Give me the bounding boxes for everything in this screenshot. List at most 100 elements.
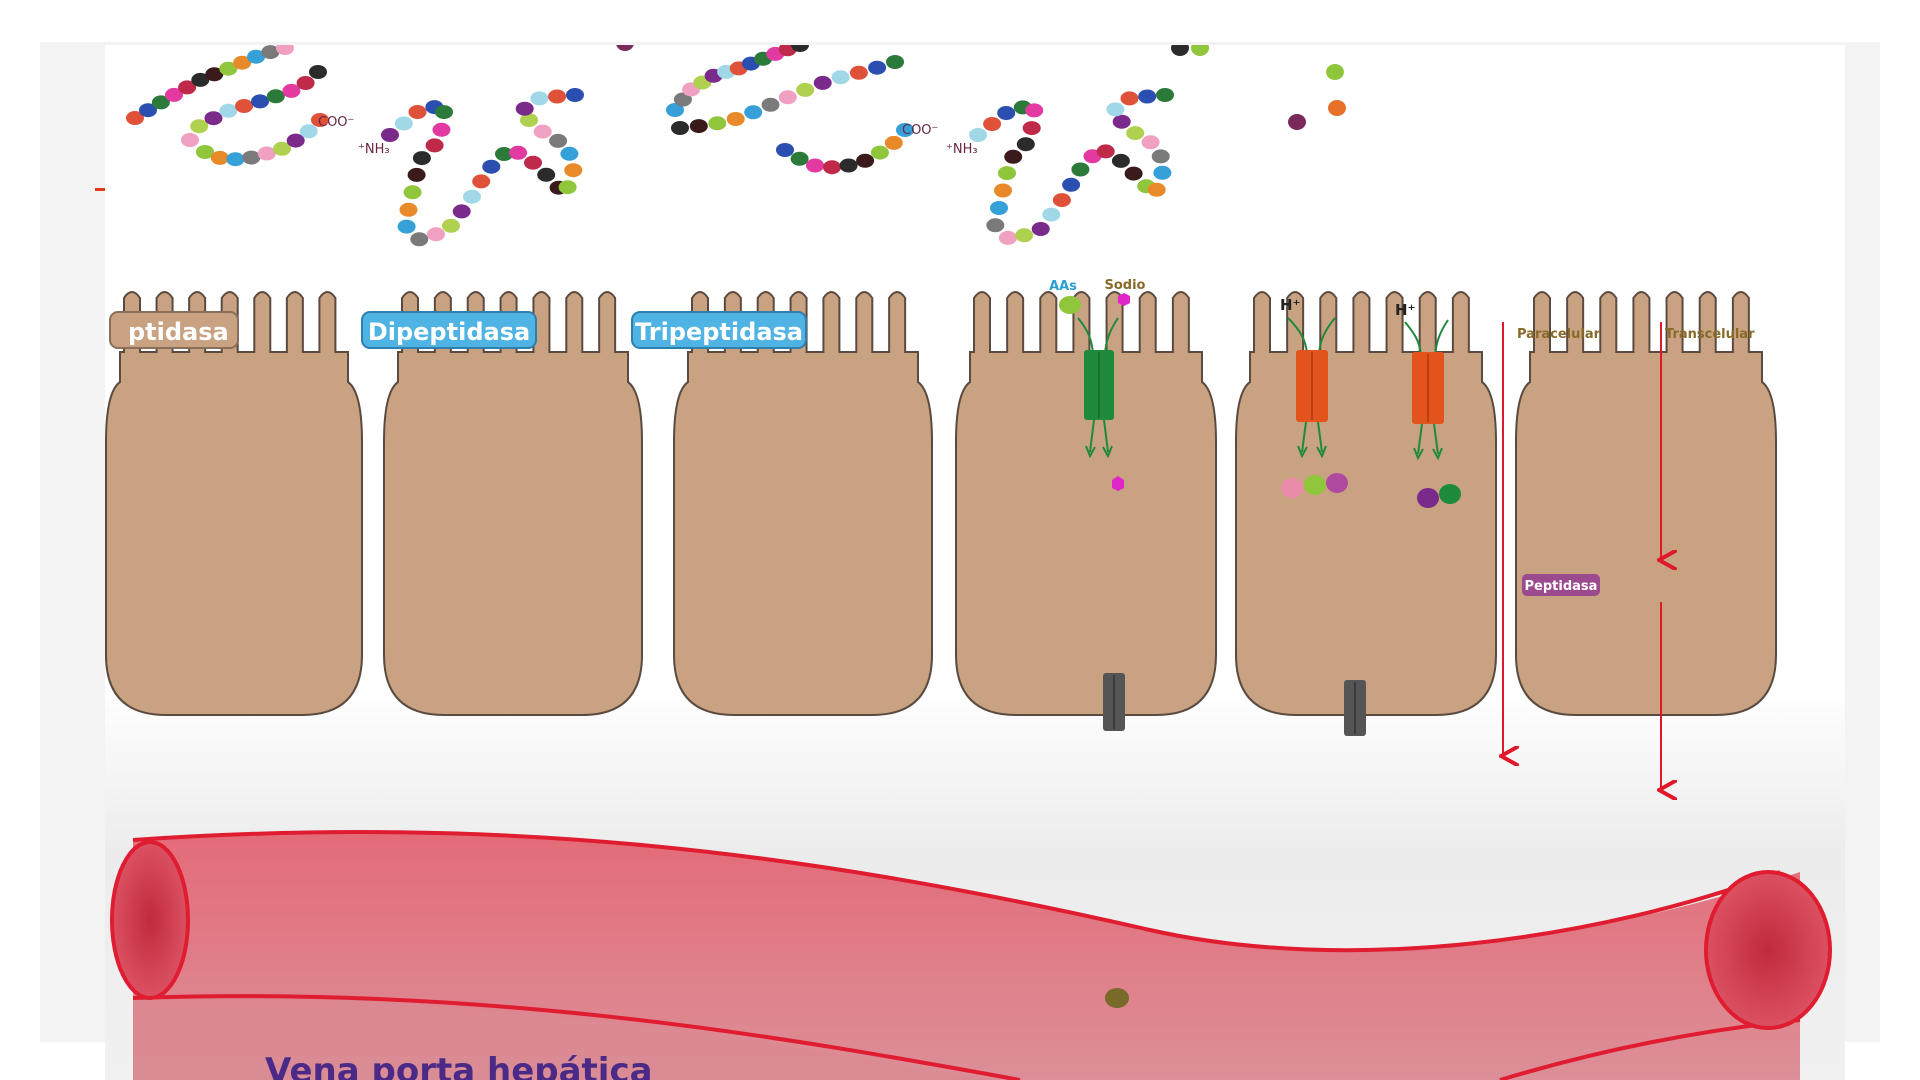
amino-acid-bead — [969, 128, 987, 142]
enterocyte-cell-4 — [955, 291, 1217, 716]
free-amino-acid — [1191, 45, 1209, 56]
enterocyte-cell-2 — [383, 291, 643, 716]
basolateral-channel-2 — [1344, 680, 1366, 736]
enterocyte-cell-5 — [1235, 291, 1497, 716]
badge-partial-peptidase-label: ptidasa — [128, 318, 229, 346]
badge-tripeptidase-label: Tripeptidasa — [635, 318, 803, 346]
amino-acid-bead — [1022, 121, 1041, 136]
amino-acid-bead — [286, 133, 305, 148]
amino-acid-bead — [533, 124, 552, 139]
amino-acid-bead — [823, 160, 841, 175]
amino-acid-bead — [1151, 149, 1170, 164]
free-amino-acid — [1288, 114, 1306, 130]
amino-acid-bead — [181, 133, 199, 147]
vein-title: Vena porta hepática — [265, 1051, 653, 1080]
amino-acid-bead — [831, 70, 850, 85]
badge-partial-peptidase: ptidasa — [109, 311, 239, 349]
amino-acid-bead — [1126, 126, 1145, 141]
free-amino-acid — [616, 45, 634, 51]
amino-acid-bead — [1120, 91, 1139, 106]
amino-acid-bead — [452, 204, 471, 219]
amino-acid-bead — [671, 121, 689, 135]
amino-acid-bead — [990, 201, 1008, 215]
amino-acid-bead — [1016, 137, 1035, 152]
amino-acid-bead — [204, 111, 223, 126]
sodium-ion-intracellular — [1112, 476, 1124, 491]
amino-acid-bead — [151, 95, 170, 110]
tripeptide-residue-1 — [1281, 478, 1303, 498]
amino-acid-bead — [884, 135, 903, 150]
amino-acid-bead — [1042, 207, 1061, 222]
vein-right-opening — [1704, 870, 1832, 1030]
sodium-label: Sodio — [1105, 278, 1146, 293]
amino-acid-bead — [537, 167, 556, 182]
amino-acid-bead — [560, 146, 579, 161]
nh3-label-1: ⁺NH₃ — [358, 142, 390, 157]
amino-acid-bead — [1141, 135, 1160, 150]
amino-acid-bead — [530, 91, 549, 106]
amino-acid-bead — [796, 82, 815, 97]
amino-acid-bead — [1062, 177, 1081, 192]
amino-acid-bead — [813, 75, 832, 90]
amino-acid-bead — [1096, 144, 1115, 159]
amino-acid-bead — [790, 151, 809, 166]
amino-acid-bead — [266, 89, 285, 104]
amino-acid-bead — [515, 101, 534, 116]
badge-dipeptidase-label: Dipeptidasa — [368, 318, 530, 346]
amino-acid-in-blood — [1105, 988, 1129, 1008]
amino-acid-bead — [309, 65, 327, 79]
amino-acid-bead — [394, 116, 413, 131]
free-amino-acid — [1171, 45, 1189, 56]
amino-acid-bead — [1031, 222, 1050, 236]
tripeptide-residue-2 — [1304, 475, 1326, 495]
amino-acid-bead — [126, 111, 144, 125]
proton-label-1: H⁺ — [1280, 296, 1300, 314]
amino-acid-bead — [548, 89, 567, 104]
dipeptide-residue-1 — [1417, 488, 1439, 508]
amino-acid-bead — [868, 60, 887, 75]
aas-label: AAs — [1049, 279, 1077, 294]
amino-acid-bead — [856, 153, 875, 168]
enterocyte-cell-6 — [1515, 291, 1777, 716]
amino-acid-bead — [178, 80, 197, 95]
vein-left-opening — [110, 840, 190, 1000]
amino-acid-bead — [247, 49, 266, 64]
sodium-ion — [1118, 293, 1130, 306]
pept1-transporter-2: H⁺ — [1395, 301, 1461, 508]
amino-acid-bead — [235, 99, 254, 113]
enterocyte-cell-3 — [673, 291, 933, 716]
amino-acid-bead — [994, 183, 1012, 198]
amino-acid-bead — [558, 180, 577, 195]
amino-acid-bead — [806, 158, 824, 173]
amino-acid-bead — [870, 145, 889, 160]
amino-acid-bead — [442, 218, 460, 233]
amino-acid-bead — [566, 88, 584, 102]
free-amino-acid — [1328, 100, 1346, 116]
amino-acid-bead — [520, 113, 538, 128]
peptide-chain-3c — [776, 123, 914, 175]
amino-acid-bead — [1124, 166, 1143, 181]
amino-acid-bead — [233, 55, 252, 70]
amino-acid-bead — [219, 61, 238, 76]
amino-acid-bead — [408, 105, 427, 119]
amino-acid-bead — [549, 133, 568, 148]
amino-acid-bead — [219, 103, 238, 118]
amino-acid-bead — [791, 45, 809, 52]
amino-acid-molecule — [1059, 296, 1081, 314]
amino-acid-bead — [997, 106, 1016, 120]
amino-acid-bead — [1111, 153, 1130, 168]
cooh-label-1: COO⁻ — [318, 115, 354, 130]
red-tick-mark — [95, 188, 107, 191]
peptide-chain-4 — [969, 88, 1174, 245]
amino-acid-bead — [896, 123, 914, 137]
tripeptide-residue-3 — [1326, 473, 1348, 493]
amino-acid-bead — [139, 103, 157, 118]
amino-acid-bead — [273, 141, 291, 156]
amino-acid-bead — [1156, 88, 1174, 102]
amino-acid-bead — [564, 163, 583, 178]
amino-acid-bead — [1106, 102, 1125, 117]
amino-acid-bead — [196, 145, 214, 159]
amino-acid-bead — [407, 167, 426, 182]
amino-acid-bead — [425, 138, 444, 153]
amino-acid-bead — [165, 87, 183, 102]
